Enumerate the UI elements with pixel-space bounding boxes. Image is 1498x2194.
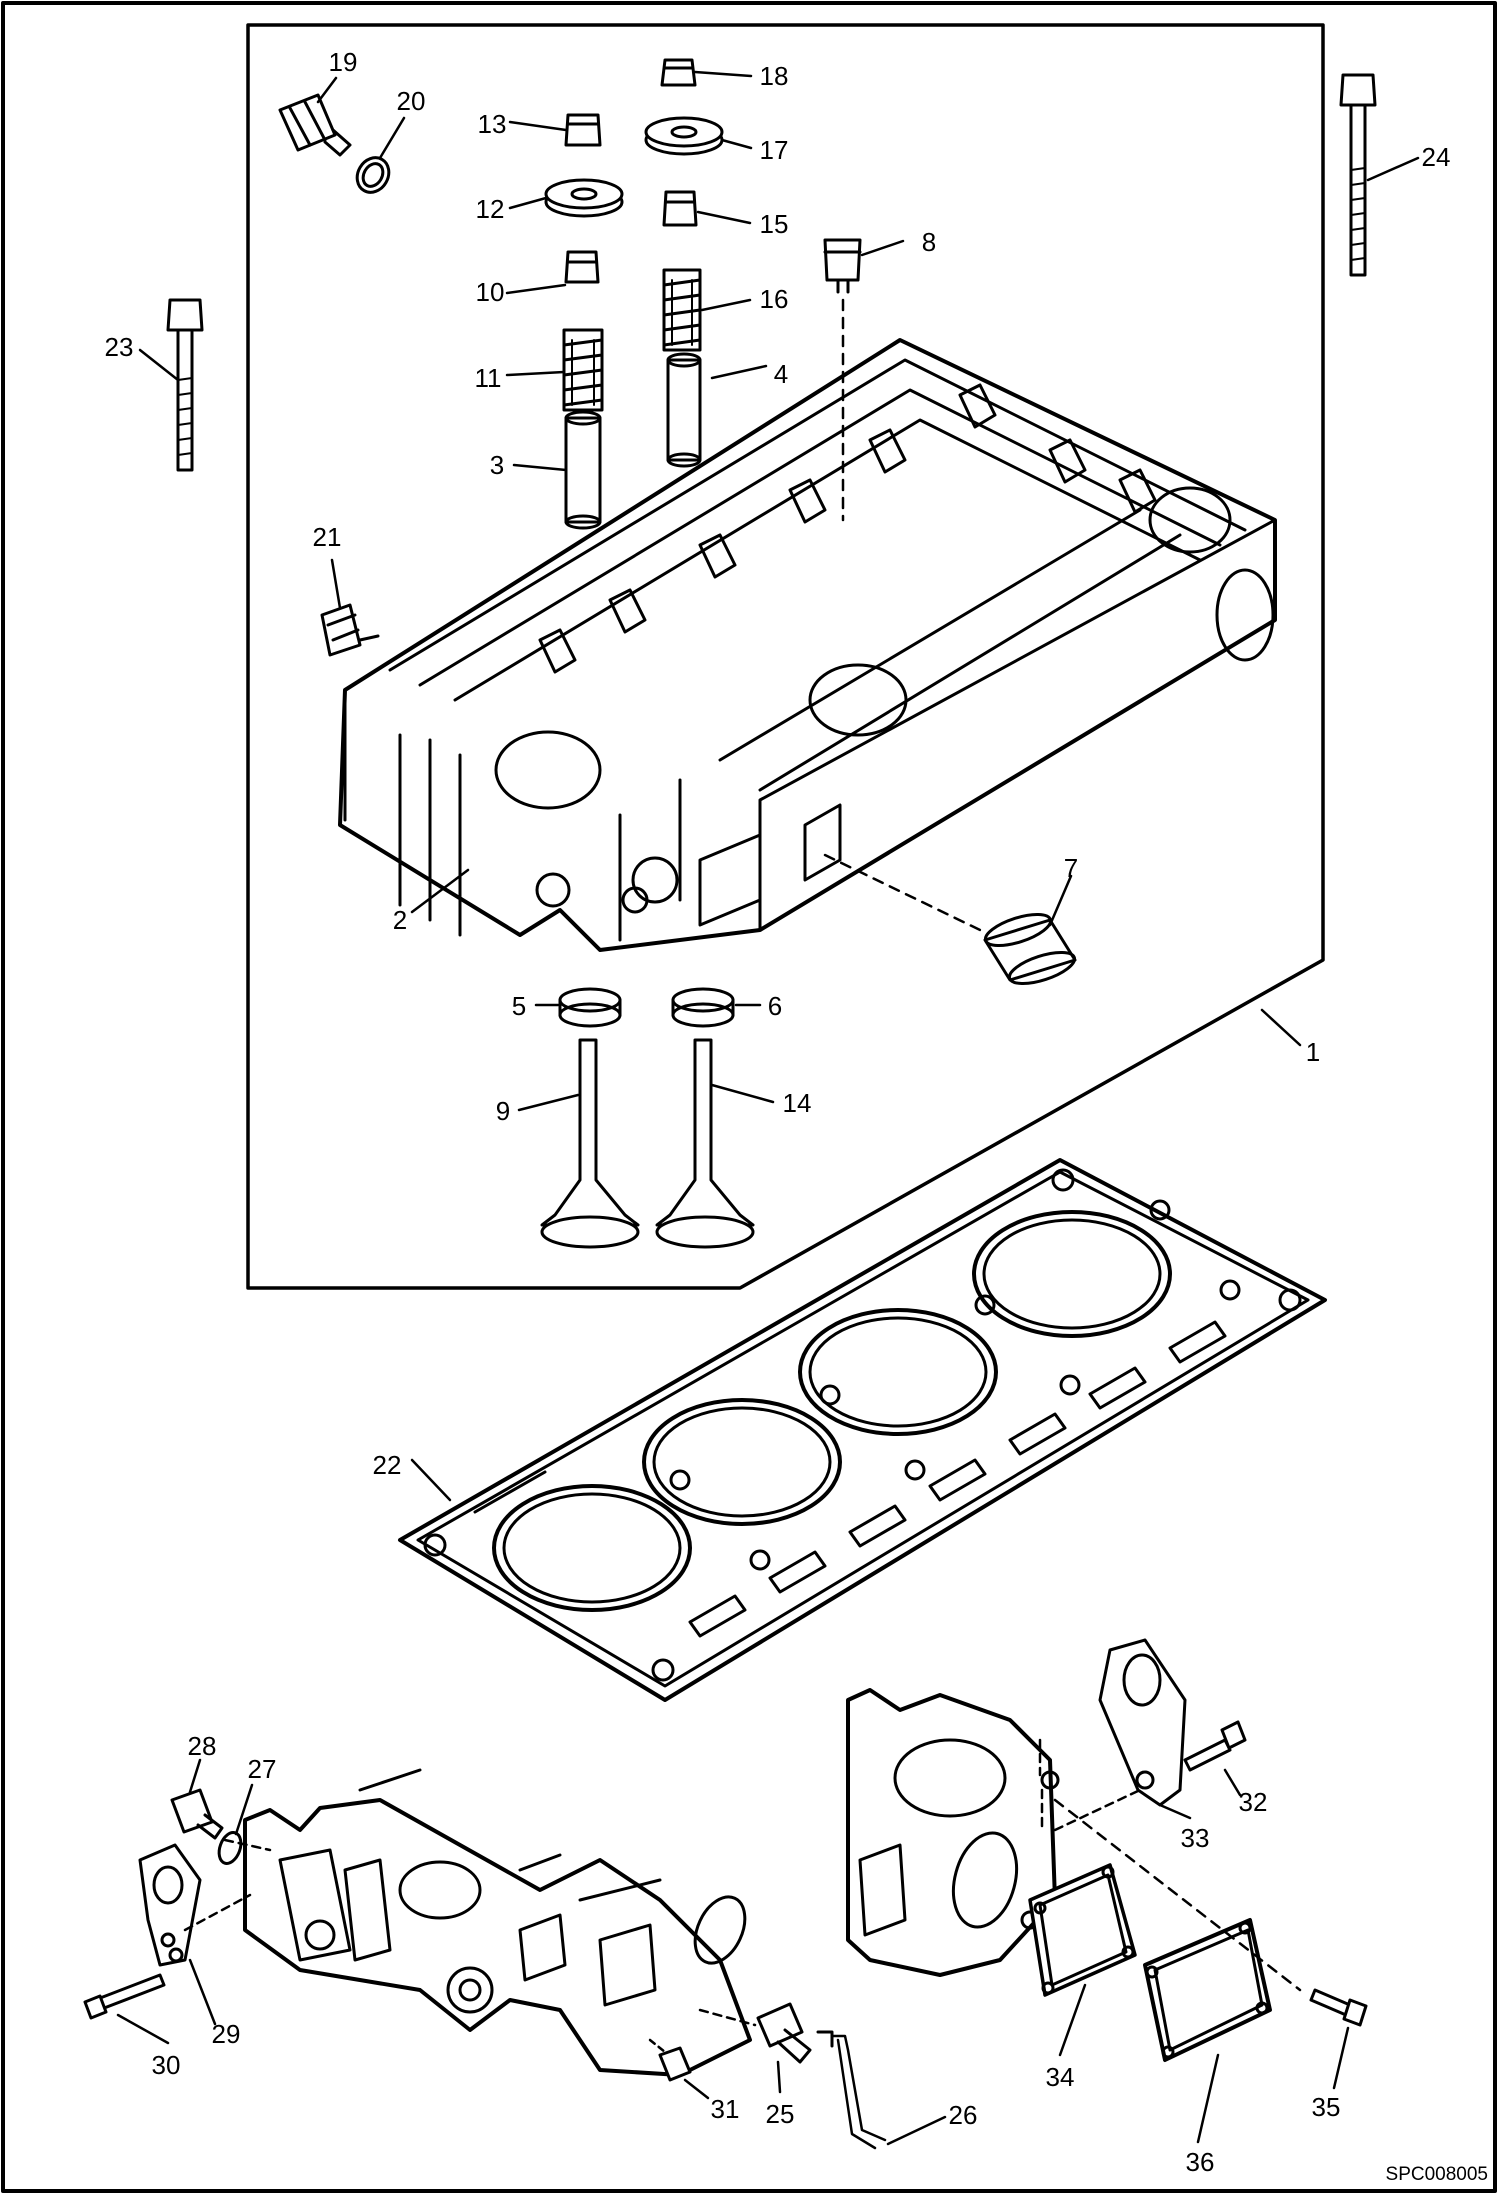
leader-28-dashed (223, 1838, 272, 1852)
callout-6: 6 (767, 991, 783, 1021)
leader-29-dashed (183, 1893, 252, 1932)
document-id: SPC008005 (1385, 2164, 1488, 2185)
part-29-lifting-bracket (138, 1843, 202, 1967)
part-10-valve-stem-seal (564, 250, 600, 284)
callout-30: 30 (151, 2050, 181, 2080)
callout-2: 2 (392, 905, 408, 935)
callout-8: 8 (921, 227, 937, 257)
part-3-valve-guide (564, 410, 602, 530)
callout-18: 18 (759, 61, 789, 91)
leader-25-dashed (698, 2008, 757, 2027)
leader-cover-dashed (1053, 1798, 1302, 1992)
callout-1: 1 (1305, 1037, 1321, 1067)
cylinder-head (338, 338, 1277, 952)
part-34-cover-gasket (1028, 1863, 1137, 1997)
part-24-head-bolt (1339, 73, 1377, 277)
callout-25: 25 (765, 2099, 795, 2129)
callout-32: 32 (1238, 1787, 1268, 1817)
callout-23: 23 (104, 332, 134, 362)
callout-13: 13 (477, 109, 507, 139)
callout-12: 12 (475, 194, 505, 224)
part-9-exhaust-valve (540, 1038, 640, 1249)
callout-28: 28 (187, 1731, 217, 1761)
part-18-valve-collet (660, 58, 697, 87)
part-13-valve-collet (564, 113, 602, 147)
part-36-cover (1143, 1918, 1272, 2062)
callout-16: 16 (759, 284, 789, 314)
callout-20: 20 (396, 86, 426, 116)
part-8-injector-seal (823, 238, 862, 294)
part-5-valve-seat (558, 987, 622, 1028)
part-12-spring-retainer (544, 178, 624, 218)
callout-21: 21 (312, 522, 342, 552)
head-gasket (398, 1158, 1327, 1702)
callout-leaders (116, 70, 1420, 2146)
part-16-valve-spring (662, 268, 702, 352)
part-27-o-ring (217, 1831, 243, 1865)
part-20-o-ring (355, 156, 391, 194)
callout-27: 27 (247, 1754, 277, 1784)
lower-right-head-view (846, 1688, 1060, 1977)
part-33-lifting-bracket (1098, 1638, 1187, 1807)
callout-3: 3 (489, 450, 505, 480)
callout-33: 33 (1180, 1823, 1210, 1853)
lower-left-head-view (243, 1768, 752, 2077)
part-23-head-bolt (166, 298, 204, 472)
leader-31-dashed (648, 2038, 667, 2054)
part-17-spring-retainer (644, 116, 724, 156)
part-19-plug (278, 93, 352, 157)
callout-36: 36 (1185, 2147, 1215, 2177)
callout-19: 19 (328, 47, 358, 77)
callout-22: 22 (372, 1450, 402, 1480)
leader-7-dashed (823, 853, 982, 932)
part-25-temperature-sensor (756, 2002, 812, 2064)
part-31-plug (658, 2046, 692, 2082)
callout-35: 35 (1311, 2092, 1341, 2122)
part-15-valve-stem-seal (662, 190, 698, 227)
callout-9: 9 (495, 1096, 511, 1126)
part-35-bolt (1309, 1988, 1368, 2027)
callout-15: 15 (759, 209, 789, 239)
callout-31: 31 (710, 2094, 740, 2124)
callout-26: 26 (948, 2100, 978, 2130)
part-14-intake-valve (655, 1038, 755, 1249)
part-7-sleeve (983, 912, 1077, 986)
part-26-wire-harness (816, 2030, 887, 2150)
callout-24: 24 (1421, 142, 1451, 172)
part-28-plug (170, 1788, 224, 1840)
callout-17: 17 (759, 135, 789, 165)
callout-7: 7 (1063, 853, 1079, 883)
callout-29: 29 (211, 2019, 241, 2049)
part-11-valve-spring (562, 328, 604, 412)
callout-10: 10 (475, 277, 505, 307)
callout-4: 4 (773, 359, 789, 389)
callout-11: 11 (474, 363, 502, 393)
part-30-bolt (83, 1973, 166, 2020)
kit-boundary (246, 23, 1325, 1290)
callout-14: 14 (782, 1088, 812, 1118)
part-21-plug (320, 603, 380, 657)
part-6-valve-seat (671, 987, 735, 1028)
part-32-bolt (1183, 1720, 1247, 1772)
leader-33-dashed (1053, 1788, 1142, 1832)
callout-5: 5 (511, 991, 527, 1021)
callout-34: 34 (1045, 2062, 1075, 2092)
part-4-valve-guide (666, 352, 702, 468)
